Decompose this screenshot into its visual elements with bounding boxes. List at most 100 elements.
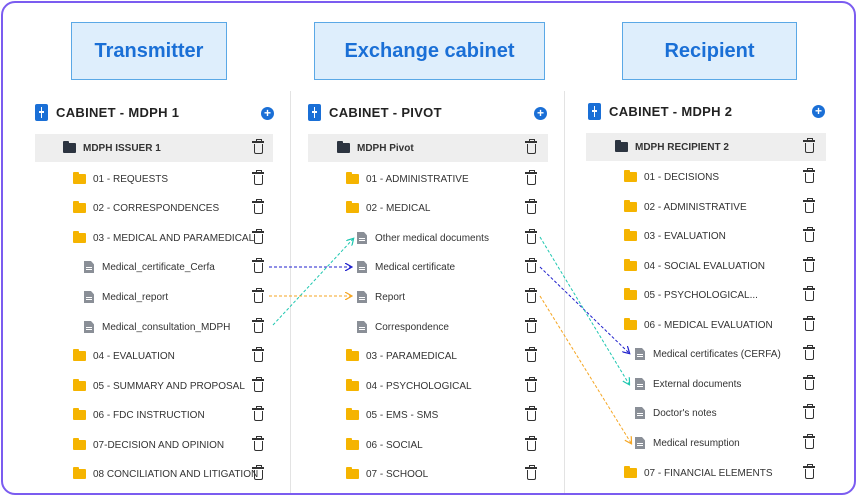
folder-row[interactable]: 06 - SOCIAL bbox=[346, 431, 423, 459]
cabinet-icon bbox=[308, 104, 321, 121]
header-exchange-cabinet: Exchange cabinet bbox=[314, 22, 545, 80]
folder-row[interactable]: 02 - CORRESPONDENCES bbox=[73, 194, 219, 222]
trash-icon[interactable] bbox=[803, 464, 815, 479]
document-icon bbox=[635, 348, 645, 360]
trash-icon[interactable] bbox=[525, 436, 537, 451]
file-row[interactable]: Medical_certificate_Cerfa bbox=[84, 253, 215, 281]
folder-row[interactable]: 04 - PSYCHOLOGICAL bbox=[346, 372, 472, 400]
folder-icon bbox=[346, 172, 359, 184]
trash-icon[interactable] bbox=[525, 406, 537, 421]
trash-icon[interactable] bbox=[525, 229, 537, 244]
folder-row[interactable]: 07 - FINANCIAL ELEMENTS bbox=[624, 459, 773, 487]
mapping-arrows bbox=[269, 236, 856, 495]
issuer-label: MDPH RECIPIENT 2 bbox=[635, 141, 729, 153]
folder-row[interactable]: 02 - ADMINISTRATIVE bbox=[624, 193, 747, 221]
trash-icon[interactable] bbox=[252, 347, 264, 362]
trash-icon[interactable] bbox=[525, 170, 537, 185]
trash-icon[interactable] bbox=[252, 377, 264, 392]
issuer-row[interactable]: MDPH RECIPIENT 2 bbox=[586, 133, 826, 161]
file-row[interactable]: Medical_report bbox=[84, 283, 168, 311]
file-label: Medical_certificate_Cerfa bbox=[102, 261, 215, 273]
folder-label: 06 - MEDICAL EVALUATION bbox=[644, 319, 773, 331]
trash-icon[interactable] bbox=[525, 199, 537, 214]
trash-icon[interactable] bbox=[252, 436, 264, 451]
folder-row[interactable]: 05 - PSYCHOLOGICAL... bbox=[624, 281, 758, 309]
file-row[interactable]: External documents bbox=[635, 370, 741, 398]
file-row[interactable]: Doctor's notes bbox=[635, 399, 717, 427]
folder-label: 07 - FINANCIAL ELEMENTS bbox=[644, 467, 773, 479]
folder-row[interactable]: 03 - PARAMEDICAL bbox=[346, 342, 457, 370]
folder-row[interactable]: 04 - EVALUATION bbox=[73, 342, 175, 370]
add-button[interactable]: + bbox=[534, 107, 547, 120]
folder-row[interactable]: 06 - MEDICAL EVALUATION bbox=[624, 311, 773, 339]
folder-label: 06 - FDC INSTRUCTION bbox=[93, 409, 205, 421]
trash-icon[interactable] bbox=[803, 168, 815, 183]
folder-row[interactable]: 05 - EMS - SMS bbox=[346, 401, 438, 429]
arrow-other-medical bbox=[272, 239, 353, 326]
file-label: Report bbox=[375, 291, 406, 303]
file-row[interactable]: Correspondence bbox=[357, 313, 449, 341]
folder-row[interactable]: 07 - SCHOOL bbox=[346, 460, 428, 488]
trash-icon[interactable] bbox=[803, 198, 815, 213]
trash-icon[interactable] bbox=[525, 347, 537, 362]
folder-icon bbox=[346, 201, 359, 213]
trash-icon[interactable] bbox=[525, 465, 537, 480]
trash-icon[interactable] bbox=[252, 406, 264, 421]
folder-label: 04 - SOCIAL EVALUATION bbox=[644, 260, 765, 272]
add-button[interactable]: + bbox=[261, 107, 274, 120]
folder-row[interactable]: 01 - DECISIONS bbox=[624, 163, 719, 191]
file-row[interactable]: Medical resumption bbox=[635, 429, 740, 457]
trash-icon[interactable] bbox=[803, 257, 815, 272]
folder-icon bbox=[346, 379, 359, 391]
trash-icon[interactable] bbox=[803, 375, 815, 390]
folder-label: 04 - PSYCHOLOGICAL bbox=[366, 380, 472, 392]
folder-row[interactable]: 02 - MEDICAL bbox=[346, 194, 430, 222]
folder-label: 07 - SCHOOL bbox=[366, 468, 429, 480]
issuer-row[interactable]: MDPH Pivot bbox=[308, 134, 548, 162]
folder-row[interactable]: 01 - REQUESTS bbox=[73, 165, 168, 193]
folder-row[interactable]: 05 - SUMMARY AND PROPOSAL bbox=[73, 372, 245, 400]
trash-icon[interactable] bbox=[525, 377, 537, 392]
trash-icon[interactable] bbox=[525, 258, 537, 273]
trash-icon[interactable] bbox=[803, 227, 815, 242]
file-row[interactable]: Medical_consultation_MDPH bbox=[84, 313, 230, 341]
folder-icon bbox=[63, 141, 76, 153]
trash-icon[interactable] bbox=[252, 229, 264, 244]
trash-icon[interactable] bbox=[252, 258, 264, 273]
trash-icon[interactable] bbox=[803, 316, 815, 331]
trash-icon[interactable] bbox=[252, 465, 264, 480]
trash-icon[interactable] bbox=[803, 434, 815, 449]
trash-icon[interactable] bbox=[252, 199, 264, 214]
issuer-row[interactable]: MDPH ISSUER 1 bbox=[35, 134, 273, 162]
document-icon bbox=[635, 378, 645, 390]
folder-row[interactable]: 07-DECISION AND OPINION bbox=[73, 431, 224, 459]
add-button[interactable]: + bbox=[812, 105, 825, 118]
trash-icon[interactable] bbox=[252, 170, 264, 185]
trash-icon[interactable] bbox=[803, 404, 815, 419]
folder-row[interactable]: 08 CONCILIATION AND LITIGATION bbox=[73, 460, 258, 488]
trash-icon[interactable] bbox=[525, 318, 537, 333]
folder-row[interactable]: 04 - SOCIAL EVALUATION bbox=[624, 252, 765, 280]
folder-row[interactable]: 03 - MEDICAL AND PARAMEDICAL bbox=[73, 224, 254, 252]
trash-icon[interactable] bbox=[803, 138, 815, 153]
trash-icon[interactable] bbox=[525, 288, 537, 303]
trash-icon[interactable] bbox=[252, 288, 264, 303]
file-row[interactable]: Other medical documents bbox=[357, 224, 489, 252]
cabinet-icon bbox=[35, 104, 48, 121]
folder-icon bbox=[624, 288, 637, 300]
folder-icon bbox=[346, 438, 359, 450]
trash-icon[interactable] bbox=[803, 286, 815, 301]
trash-icon[interactable] bbox=[252, 139, 264, 154]
file-row[interactable]: Medical certificates (CERFA) bbox=[635, 340, 781, 368]
trash-icon[interactable] bbox=[525, 139, 537, 154]
folder-icon bbox=[73, 201, 86, 213]
folder-row[interactable]: 06 - FDC INSTRUCTION bbox=[73, 401, 205, 429]
folder-row[interactable]: 03 - EVALUATION bbox=[624, 222, 726, 250]
file-label: Medical certificate bbox=[375, 261, 456, 273]
trash-icon[interactable] bbox=[803, 345, 815, 360]
file-row[interactable]: Report bbox=[357, 283, 405, 311]
trash-icon[interactable] bbox=[252, 318, 264, 333]
file-row[interactable]: Medical certificate bbox=[357, 253, 455, 281]
folder-icon bbox=[73, 231, 86, 243]
folder-row[interactable]: 01 - ADMINISTRATIVE bbox=[346, 165, 469, 193]
